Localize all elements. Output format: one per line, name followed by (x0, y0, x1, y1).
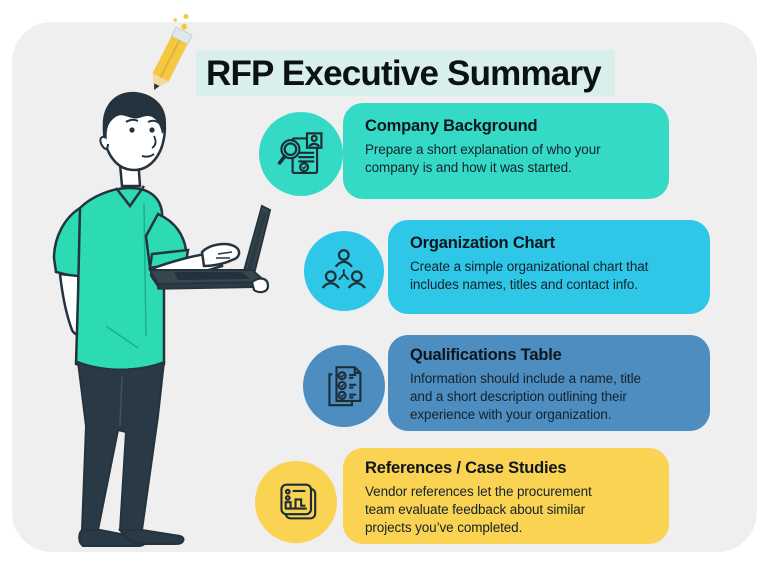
checklist-icon (303, 345, 385, 427)
card-body: Prepare a short explanation of who your … (365, 142, 601, 175)
card-company-background: Company Background Prepare a short expla… (343, 103, 669, 199)
report-chart-icon (255, 461, 337, 543)
card-title: Company Background (365, 117, 538, 135)
org-chart-icon (304, 231, 384, 311)
card-body: Create a simple organizational chart tha… (410, 259, 649, 292)
card-title: Qualifications Table (410, 346, 562, 364)
card-qualifications-table: Qualifications Table Information should … (388, 335, 710, 431)
card-organization-chart: Organization Chart Create a simple organ… (388, 220, 710, 314)
card-title: References / Case Studies (365, 459, 567, 477)
document-search-icon (259, 112, 343, 196)
card-title: Organization Chart (410, 234, 555, 252)
man-with-laptop-illustration (46, 86, 280, 563)
page-title: RFP Executive Summary (206, 54, 602, 93)
pencil-icon (134, 12, 206, 109)
card-body: Information should include a name, title… (410, 371, 641, 422)
card-body: Vendor references let the procurement te… (365, 484, 592, 535)
title-highlight: RFP Executive Summary (196, 50, 615, 96)
card-references-case-studies: References / Case Studies Vendor referen… (343, 448, 669, 544)
page-title-block: RFP Executive Summary (196, 50, 615, 96)
